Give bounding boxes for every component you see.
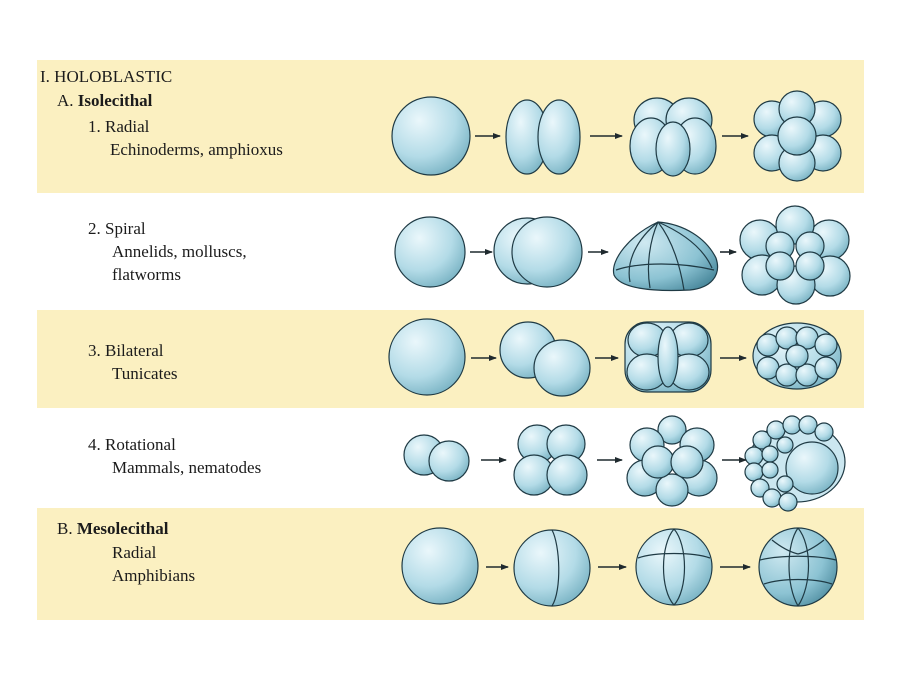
heading-holoblastic: I. HOLOBLASTIC (40, 67, 173, 86)
row-organisms-mesolecithal: Amphibians (112, 566, 196, 585)
rotational-stage-3-eight-cell (626, 415, 718, 507)
row-title-bilateral: 3. Bilateral (88, 341, 164, 360)
row-title-mesolecithal: Radial (112, 543, 157, 562)
bilateral-stage-4-sixteen-cell (752, 322, 842, 390)
row-organisms-spiral-line1: Annelids, molluscs, (112, 242, 247, 261)
section-name: Mesolecithal (76, 519, 169, 538)
bilateral-stage-3-eight-cell (624, 321, 712, 393)
section-prefix: A. (57, 91, 74, 110)
row-title-rotational: 4. Rotational (88, 435, 176, 454)
section-label-mesolecithal: B. Mesolecithal (57, 518, 168, 540)
mesolecithal-stage-3-eight-cell (635, 528, 713, 606)
spiral-stage-4-sixteen-cell (739, 205, 851, 305)
row-title-radial: 1. Radial (88, 117, 150, 136)
radial-stage-2-two-cell (505, 99, 581, 175)
row-organisms-spiral-line2: flatworms (112, 265, 181, 284)
row-organisms-rotational: Mammals, nematodes (112, 458, 262, 477)
mesolecithal-stage-1-zygote (401, 527, 479, 605)
spiral-stage-1-zygote (394, 216, 466, 288)
section-prefix: B. (57, 519, 73, 538)
bilateral-stage-2-two-cell (499, 321, 591, 397)
mesolecithal-stage-2-two-cell (513, 529, 591, 607)
section-label-isolecithal: A. Isolecithal (57, 90, 152, 112)
radial-stage-3-eight-cell (629, 97, 717, 177)
rotational-stage-2-four-cell (513, 424, 588, 496)
stage-arrows (470, 133, 751, 570)
row-organisms-radial: Echinoderms, amphioxus (110, 140, 283, 159)
rotational-stage-1-two-cell (403, 434, 470, 482)
row-title-spiral: 2. Spiral (88, 219, 146, 238)
mesolecithal-stage-4-sixteen-cell (758, 527, 838, 607)
radial-stage-1-zygote (391, 96, 471, 176)
section-name: Isolecithal (77, 91, 153, 110)
bilateral-stage-1-zygote (388, 318, 466, 396)
spiral-stage-3-eight-cell (612, 221, 719, 292)
row-organisms-bilateral: Tunicates (112, 364, 178, 383)
rotational-stage-4-blastocyst (744, 415, 846, 512)
spiral-stage-2-two-cell (493, 216, 583, 288)
radial-stage-4-sixteen-cell (753, 90, 842, 182)
